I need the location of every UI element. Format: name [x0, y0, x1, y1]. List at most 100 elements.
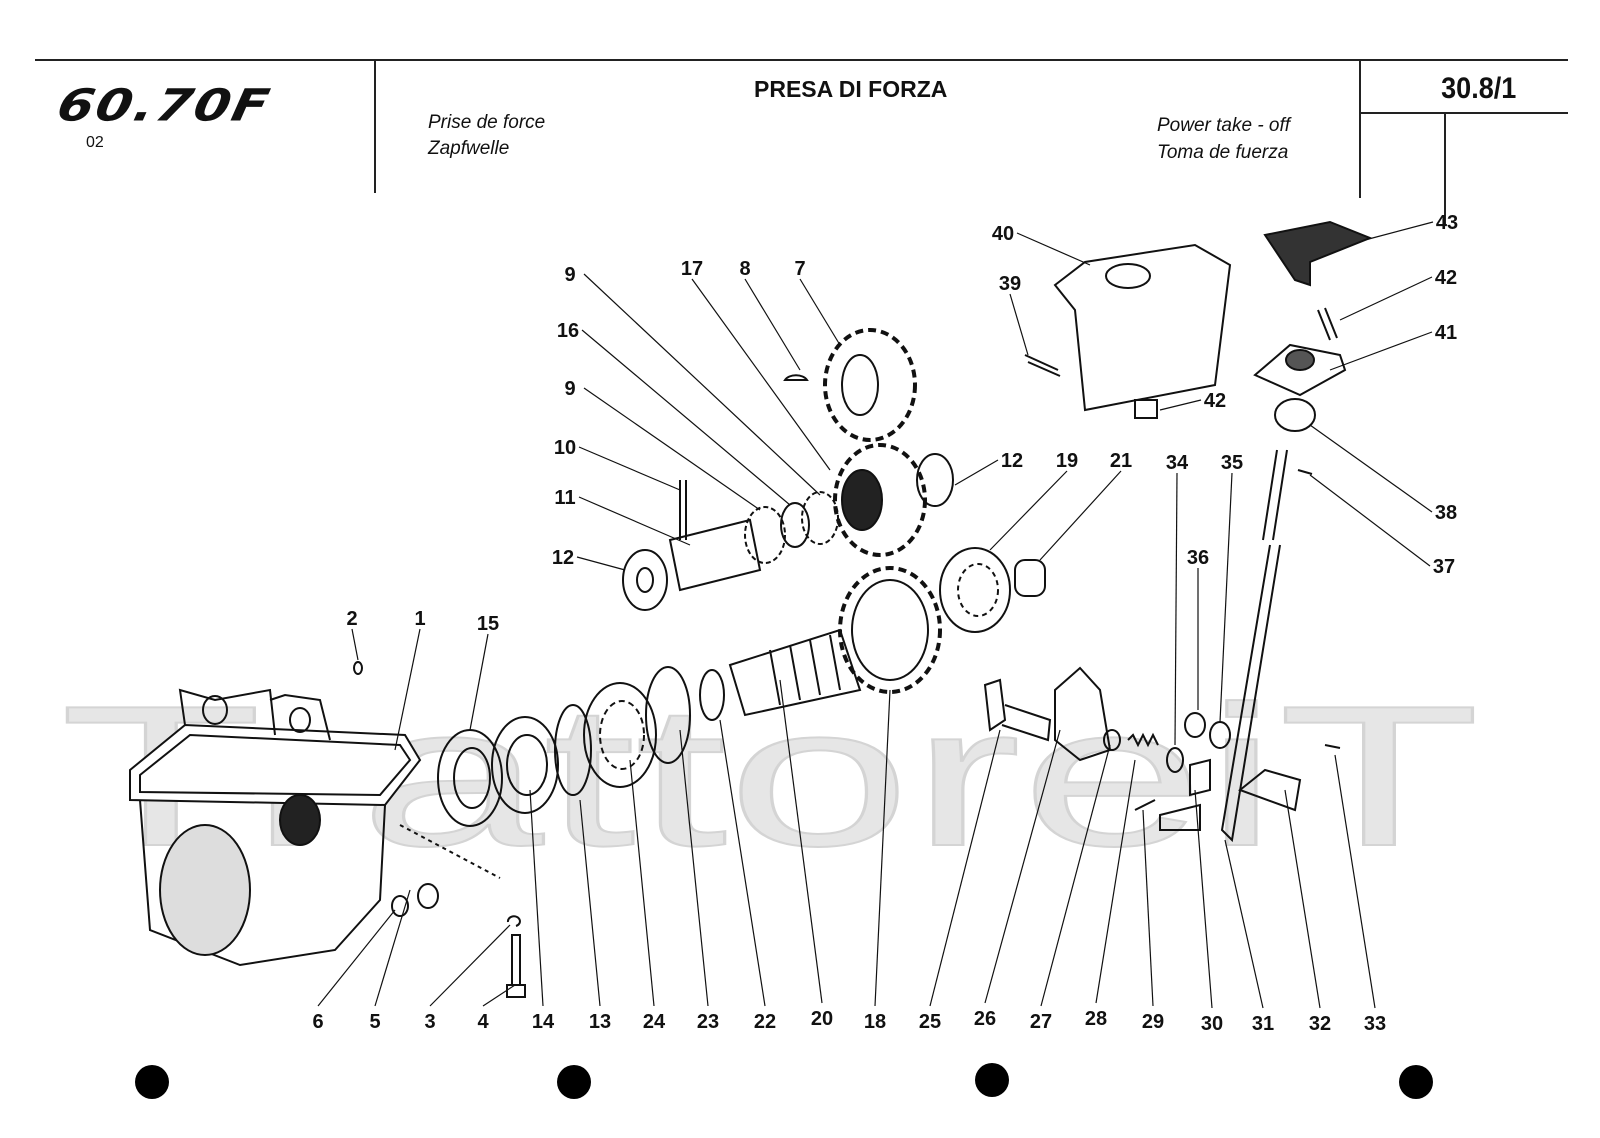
- callout-number: 6: [312, 1011, 323, 1033]
- callout-number: 30: [1201, 1013, 1223, 1035]
- callout-leader-line: [1284, 789, 1321, 1009]
- callout-leader-line: [583, 273, 821, 496]
- callout-leader-line: [691, 278, 831, 471]
- page-title: PRESA DI FORZA: [754, 76, 948, 102]
- callout-number: 40: [992, 223, 1014, 245]
- needle-bearing-9: [744, 506, 786, 564]
- callout-number: 14: [532, 1011, 555, 1033]
- callout-leader-line: [1194, 789, 1213, 1009]
- callout-leader-line: [1309, 424, 1433, 513]
- callout-number: 15: [477, 613, 499, 635]
- page-number-box-rule: [1360, 112, 1568, 114]
- callout-number: 17: [681, 258, 703, 280]
- callout-number: 38: [1435, 502, 1457, 524]
- callout-leader-line: [583, 387, 761, 511]
- callout-leader-line: [576, 556, 626, 571]
- nut-42: [1134, 399, 1158, 419]
- callout-number: 26: [974, 1008, 996, 1030]
- callout-number: 7: [794, 258, 805, 280]
- pin-10: [679, 480, 687, 540]
- screw-42: [1317, 307, 1338, 341]
- spacer-16: [780, 502, 810, 548]
- housing-part: [129, 688, 422, 967]
- knob-43: [1263, 220, 1373, 287]
- callout-leader-line: [1142, 809, 1154, 1007]
- washer-12: [622, 549, 668, 611]
- washer-12-right: [916, 453, 954, 507]
- callout-number: 25: [919, 1011, 941, 1033]
- pin-33: [1324, 744, 1341, 749]
- callout-number: 10: [554, 437, 576, 459]
- callout-number: 41: [1435, 322, 1457, 344]
- header-divider-right: [1359, 60, 1361, 198]
- callout-number: 20: [811, 1008, 833, 1030]
- bearing-19: [939, 547, 1011, 633]
- callout-leader-line: [429, 924, 511, 1007]
- callout-leader-line: [779, 679, 823, 1004]
- spring-28: [1127, 732, 1159, 748]
- callout-number: 18: [864, 1011, 886, 1033]
- callout-number: 35: [1221, 452, 1243, 474]
- callout-number: 21: [1110, 450, 1132, 472]
- binder-hole: [135, 1065, 169, 1099]
- rod-31: [1262, 449, 1288, 541]
- callout-number: 16: [557, 320, 579, 342]
- callout-number: 34: [1166, 452, 1189, 474]
- parts-drawing: [129, 220, 1373, 998]
- cover-41: [1253, 343, 1347, 397]
- callout-leader-line: [469, 633, 489, 731]
- callout-number: 37: [1433, 556, 1455, 578]
- callout-leader-line: [1339, 276, 1433, 321]
- callout-number: 27: [1030, 1011, 1052, 1033]
- callout-number: 5: [369, 1011, 380, 1033]
- ring-22: [699, 669, 725, 721]
- callout-leader-line: [351, 628, 359, 661]
- circlip-13: [554, 704, 592, 796]
- gear-7: [823, 328, 917, 442]
- bush-21: [1014, 559, 1046, 597]
- callout-leader-line: [1009, 293, 1029, 356]
- callout-number: 12: [1001, 450, 1023, 472]
- model-code: 02: [86, 134, 104, 151]
- callout-leader-line: [629, 759, 655, 1007]
- callout-43-leader-vertical: [1444, 113, 1446, 225]
- callout-leader-line: [1224, 839, 1264, 1009]
- callout-leader-line: [1039, 470, 1122, 561]
- callout-number: 42: [1435, 267, 1457, 289]
- callout-number: 13: [589, 1011, 611, 1033]
- bolt-39: [1024, 354, 1061, 377]
- callout-leader-line: [578, 446, 681, 491]
- pin-27: [1103, 729, 1121, 751]
- callout-leader-line: [799, 278, 841, 346]
- plate-40: [1053, 243, 1232, 412]
- gear-17: [833, 443, 927, 557]
- binder-hole: [1399, 1065, 1433, 1099]
- callout-leader-line: [1309, 474, 1431, 567]
- callout-number: 8: [739, 258, 750, 280]
- bush-38: [1274, 398, 1316, 432]
- plug-5: [417, 883, 439, 909]
- callout-number: 2: [346, 608, 357, 630]
- callout-leader-line: [1095, 759, 1136, 1004]
- callout-number: 1: [414, 608, 425, 630]
- callout-number: 3: [424, 1011, 435, 1033]
- pin-37: [1297, 469, 1313, 475]
- bolt-4: [506, 934, 526, 998]
- callout-number: 42: [1204, 390, 1226, 412]
- callout-number: 43: [1436, 212, 1458, 234]
- callout-number: 23: [697, 1011, 719, 1033]
- callout-leader-line: [1159, 399, 1202, 411]
- callout-leader-line: [529, 789, 544, 1007]
- callout-leader-line: [394, 628, 421, 751]
- callout-leader-line: [374, 889, 411, 1007]
- callout-leader-line: [1334, 754, 1376, 1009]
- callout-number: 24: [643, 1011, 666, 1033]
- callout-number: 12: [552, 547, 574, 569]
- callout-number: 22: [754, 1011, 776, 1033]
- washer-36: [1184, 712, 1206, 738]
- callout-number: 4: [477, 1011, 489, 1033]
- washer-34: [1166, 747, 1184, 773]
